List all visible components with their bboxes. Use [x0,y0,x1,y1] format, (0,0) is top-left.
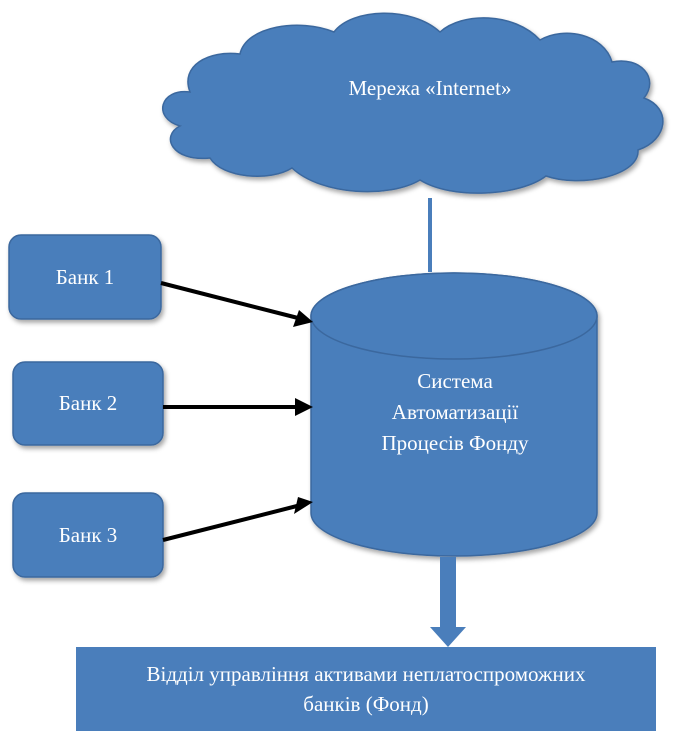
system-down-arrow [430,557,466,647]
system-label-line-3: Процесів Фонду [381,430,529,455]
cloud-label: Мережа «Internet» [250,70,610,106]
bank-3-arrow [162,497,313,542]
bank-2-label: Банк 2 [13,362,163,445]
internet-cloud [162,12,664,194]
bank-2-arrow [163,398,313,416]
bank-1-label: Банк 1 [9,235,161,319]
cloud-label-text: Мережа «Internet» [348,75,512,100]
system-label-line-1: Система [417,368,493,393]
bank-2-label-text: Банк 2 [58,391,118,416]
bank-3-label-text: Банк 3 [58,522,118,547]
department-label: Відділ управління активами неплатоспромо… [76,652,656,726]
department-box [76,647,656,731]
bank-1-arrow [160,281,313,327]
bank-1-box [8,234,162,320]
system-label: Система Автоматизації Процесів Фонду [330,364,580,460]
department-label-line-2: банків (Фонд) [303,692,429,716]
bank-3-label: Банк 3 [13,493,163,577]
bank-2-box [12,361,164,446]
automation-system-cylinder [310,272,598,557]
system-label-line-2: Автоматизації [391,399,519,424]
department-label-line-1: Відділ управління активами неплатоспромо… [146,662,586,686]
bank-3-box [12,492,164,578]
bank-1-label-text: Банк 1 [55,264,115,289]
